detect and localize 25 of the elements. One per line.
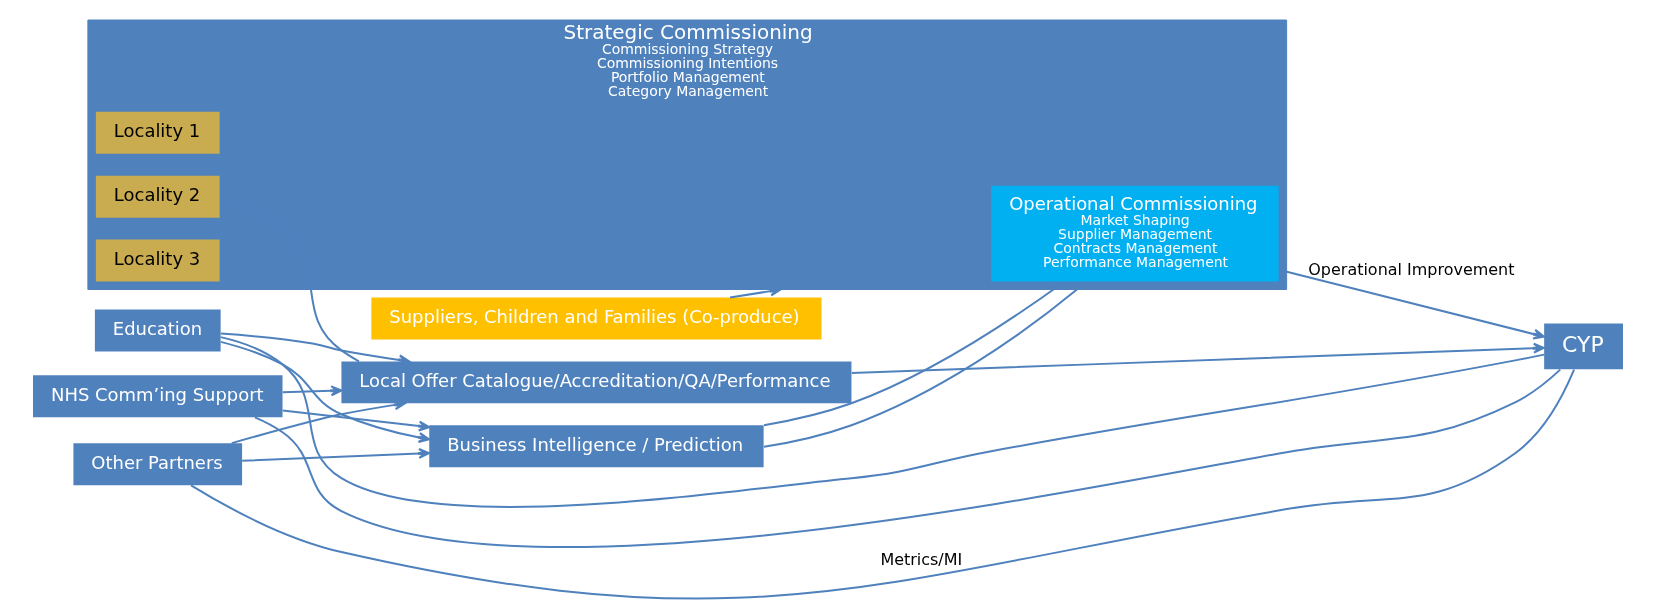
arrow [850,342,1545,375]
node-box: Business Intelligence / Prediction [429,425,764,468]
connector [218,200,360,363]
node-box: Other Partners [73,443,243,486]
edge-label: Metrics/MI [880,549,963,569]
node-box: Locality 2 [95,175,220,218]
arrow [219,340,431,443]
arrow [281,409,431,432]
connector [762,280,1066,427]
node-box: Suppliers, Children and Families (Co-produce) [371,297,822,340]
arrow [241,448,431,462]
node-box: Operational Commissioning Market Shaping Supplier Management Contracts Management Performance Management [991,185,1279,282]
node-box: CYP [1544,323,1623,370]
node-box: Local Offer Catalogue/Accreditation/QA/Performance [341,361,852,404]
arrow [1277,268,1545,340]
connector [219,336,1546,508]
connector [253,368,1562,548]
edge-label: Operational Improvement [1308,260,1515,280]
node-box: Locality 1 [95,111,220,154]
node-box: NHS Comm’ing Support [33,375,283,418]
node-box: Locality 3 [95,239,220,282]
arrow [281,385,343,397]
connector [762,288,1078,448]
connector [190,368,1576,600]
node-box: Education [94,309,221,352]
